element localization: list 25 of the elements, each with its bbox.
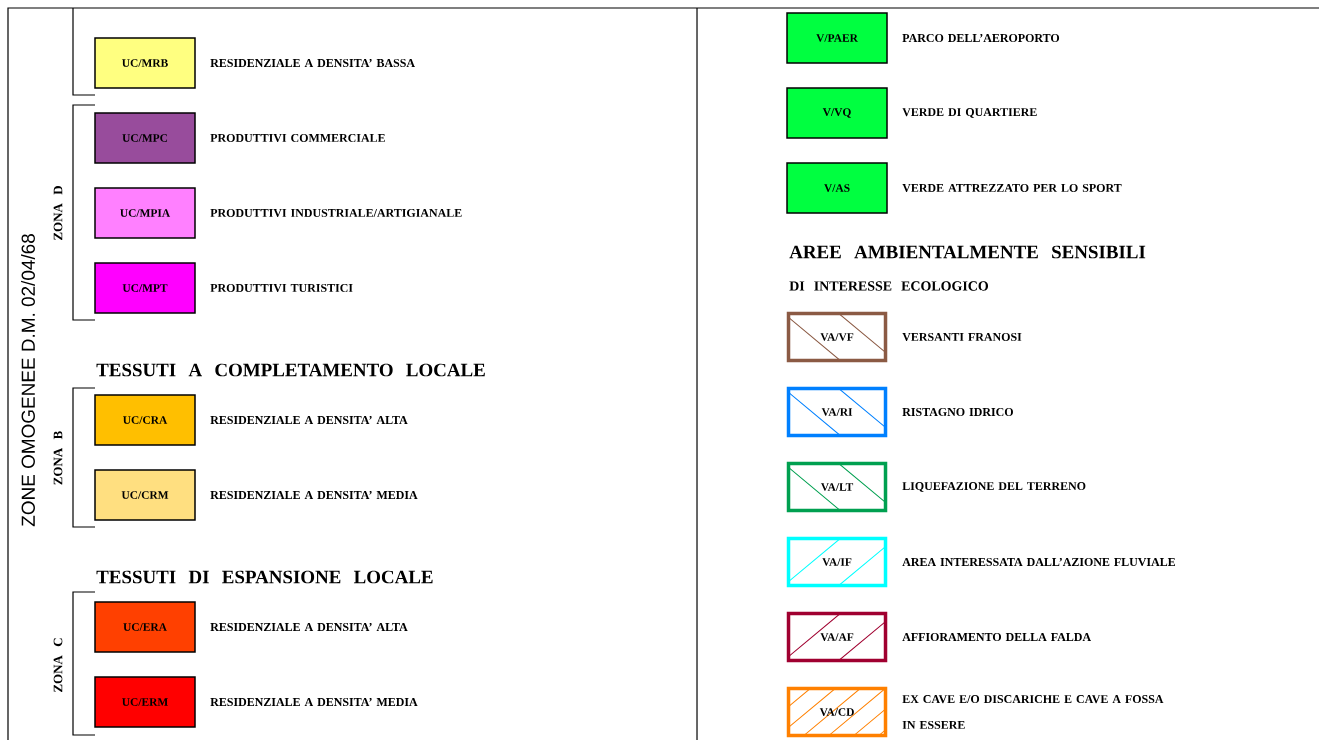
section-heading: TESSUTI DI ESPANSIONE LOCALE [96, 570, 433, 584]
section-heading: TESSUTI A COMPLETAMENTO LOCALE [96, 363, 485, 377]
legend-description: AFFIORAMENTO DELLA FALDA [902, 633, 1091, 641]
legend-description: AREA INTERESSATA DALL’AZIONE FLUVIALE [902, 557, 1176, 567]
legend-description: PRODUTTIVI COMMERCIALE [210, 133, 385, 143]
legend-description: VERSANTI FRANOSI [902, 332, 1022, 342]
zone-label: ZONA D [53, 186, 63, 240]
legend-description: RESIDENZIALE A DENSITA’ MEDIA [210, 490, 418, 500]
legend-description: LIQUEFAZIONE DEL TERRENO [902, 482, 1086, 492]
legend-description: RESIDENZIALE A DENSITA’ MEDIA [210, 697, 418, 707]
legend-description: RESIDENZIALE A DENSITA’ ALTA [210, 415, 408, 425]
vertical-label: ZONE OMOGENEE D.M. 02/04/68 [21, 234, 35, 527]
legend-description: PRODUTTIVI INDUSTRIALE/ARTIGIANALE [210, 208, 462, 218]
zone-label: ZONA C [53, 638, 63, 692]
section-heading: AREE AMBIENTALMENTE SENSIBILI [789, 245, 1146, 259]
legend-description: PARCO DELL’AEROPORTO [902, 33, 1060, 43]
legend-description: PRODUTTIVI TURISTICI [210, 283, 353, 293]
legend-description: EX CAVE E/O DISCARICHE E CAVE A FOSSA IN ESSERE [902, 695, 1164, 729]
legend-description: VERDE DI QUARTIERE [902, 108, 1037, 118]
legend-description: VERDE ATTREZZATO PER LO SPORT [902, 183, 1122, 193]
zone-label: ZONA B [53, 431, 63, 485]
section-subheading: DI INTERESSE ECOLOGICO [789, 281, 989, 291]
legend-description: RISTAGNO IDRICO [902, 408, 1013, 416]
legend-description: RESIDENZIALE A DENSITA’ BASSA [210, 58, 415, 68]
legend-description: RESIDENZIALE A DENSITA’ ALTA [210, 622, 408, 632]
